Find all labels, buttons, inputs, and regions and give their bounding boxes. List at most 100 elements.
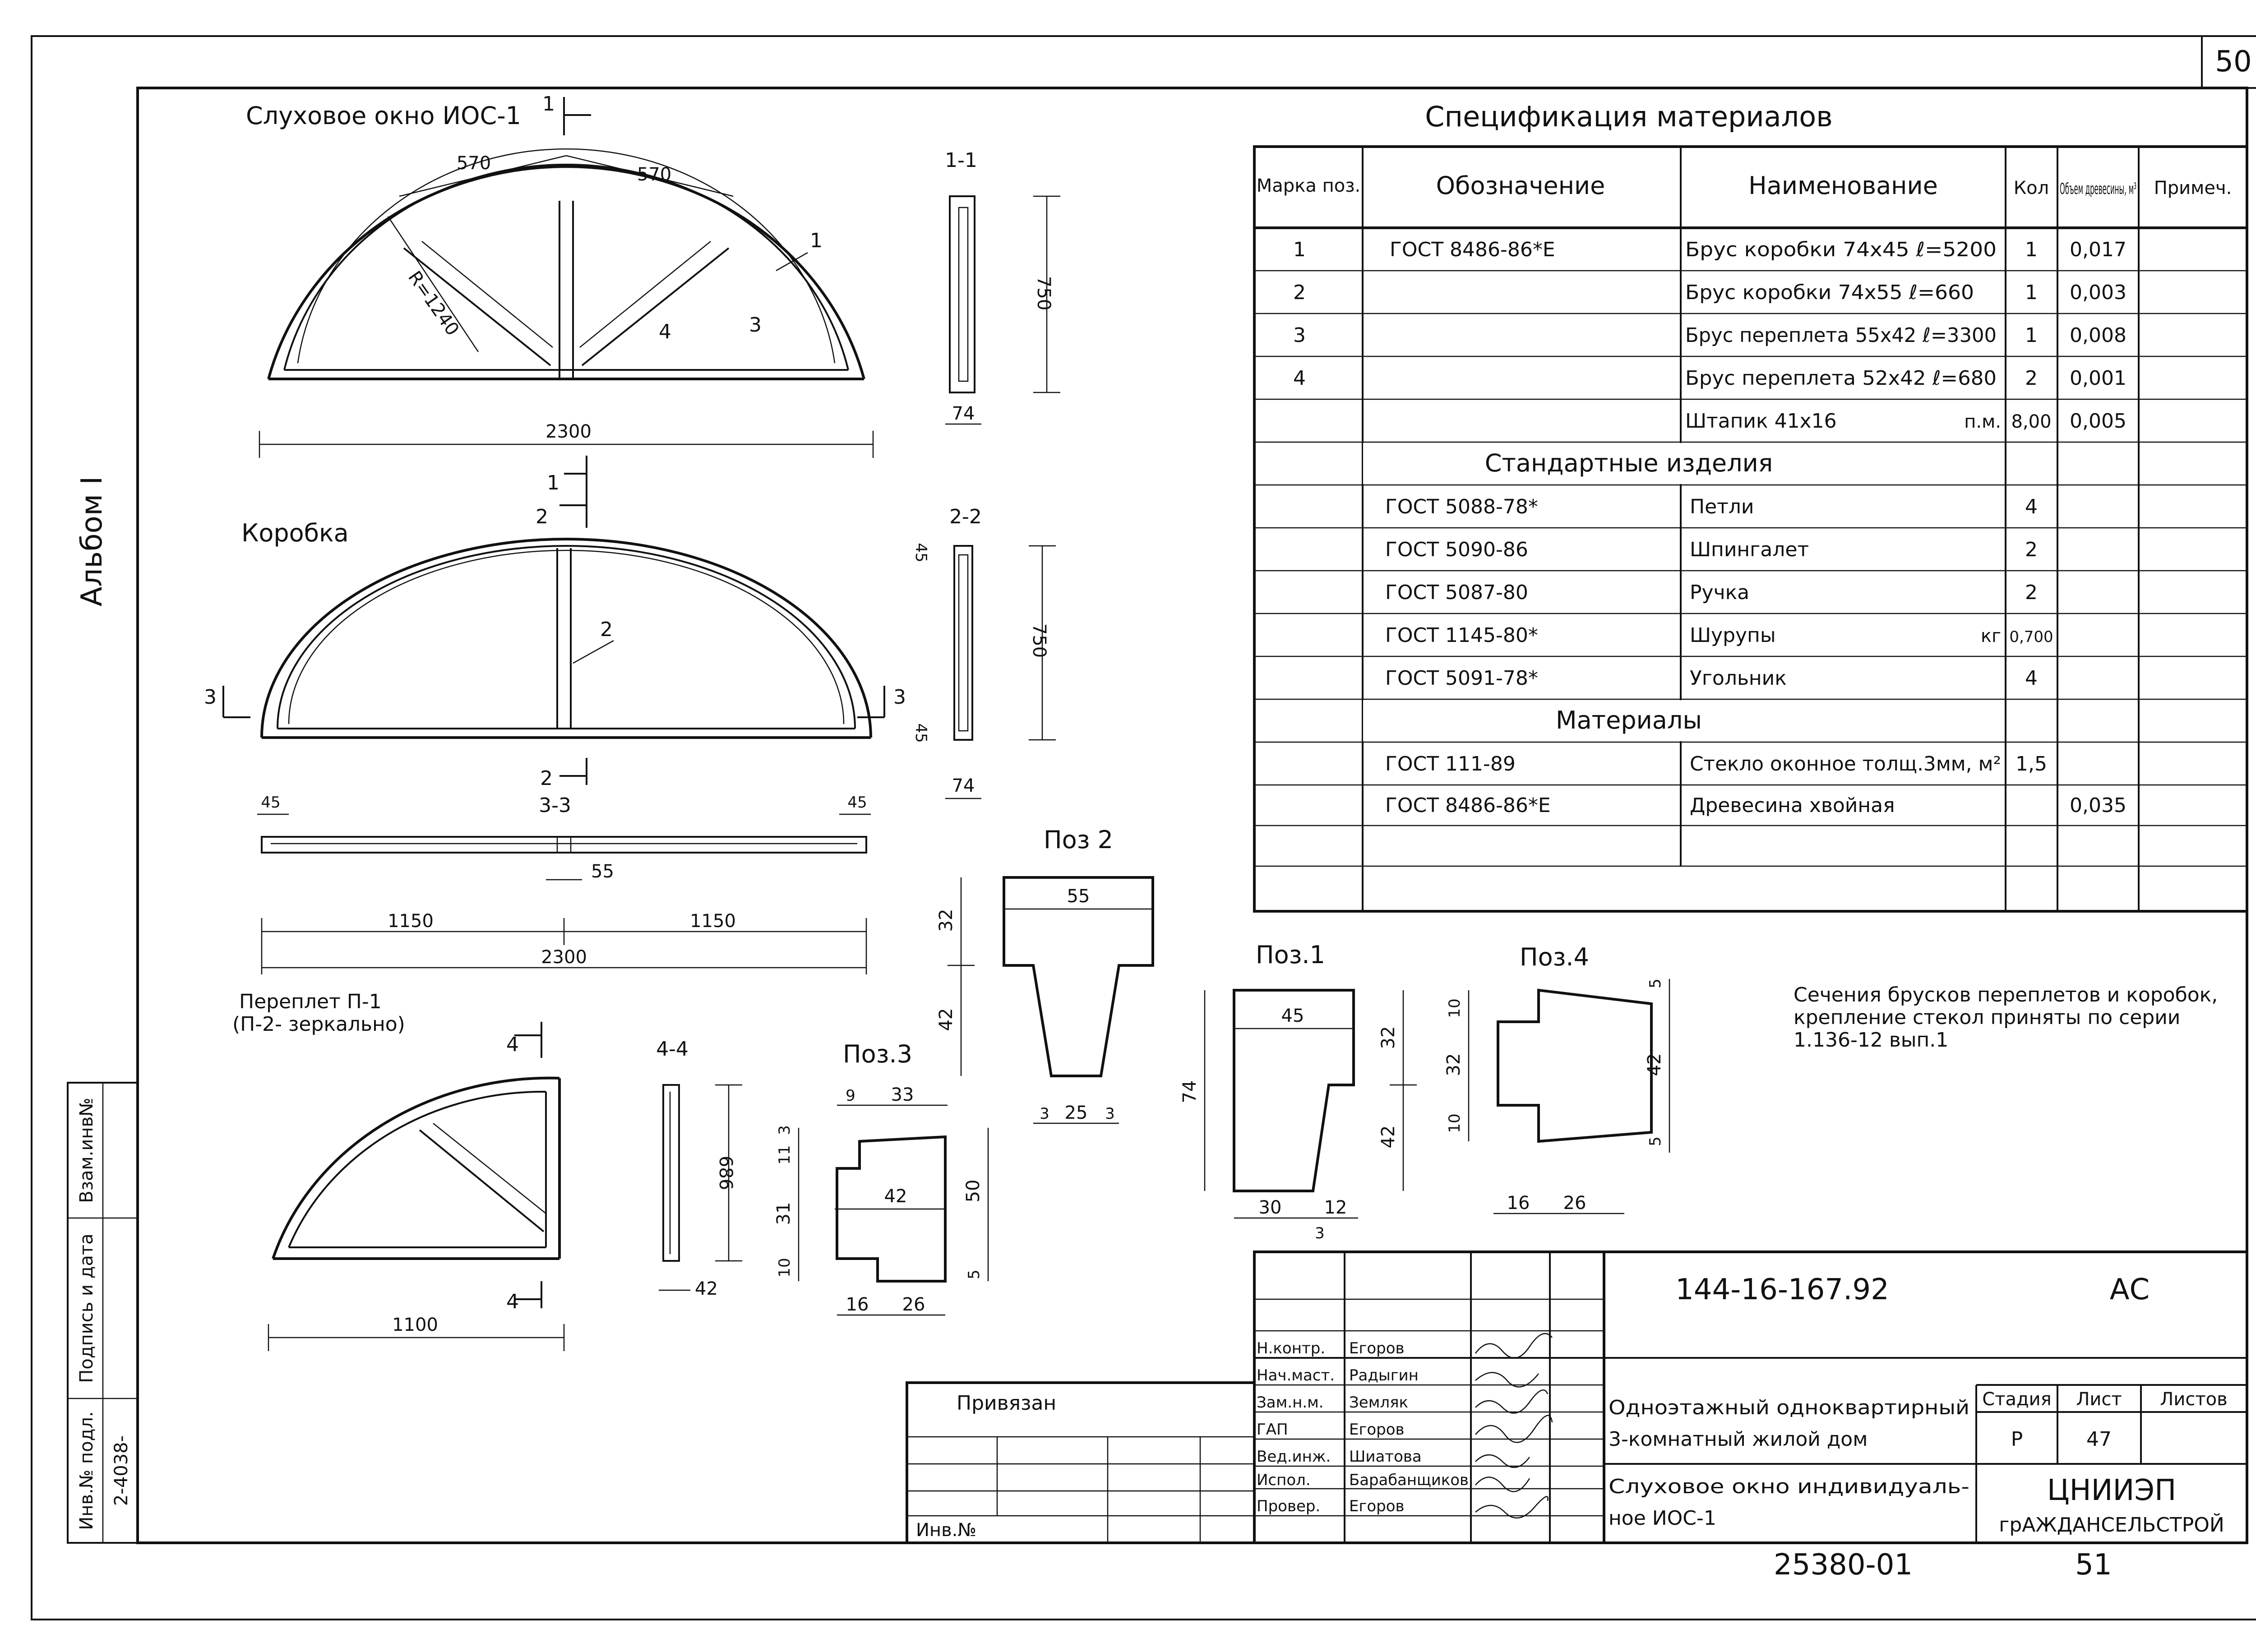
spec-header-name: Наименование [1748, 171, 1938, 200]
cut-mark-3-right: 3 [893, 686, 906, 709]
spec-cell-volume: 0,003 [2070, 281, 2127, 304]
spec-title: Спецификация материалов [1425, 100, 1832, 133]
pos-4-dim-26: 26 [1563, 1193, 1586, 1214]
spec-section-materials: Материалы [1556, 706, 1702, 734]
stamp-sheet-title-2: ное ИОС-1 [1609, 1507, 1716, 1530]
section-2-2: 2-2 750 45 45 74 [912, 505, 1056, 799]
profile-pos-3: Поз.3 42 9 33 3 11 31 10 50 5 16 26 [773, 1040, 989, 1316]
spec-cell-name: Стекло оконное толщ.3мм, м² [1690, 752, 2001, 775]
pos-2-dim-55: 55 [1067, 886, 1090, 907]
spec-cell-mark: 4 [1293, 367, 1306, 390]
window-title: Слуховое окно ИОС-1 [246, 102, 521, 130]
stamp-role: ГАП [1257, 1421, 1288, 1439]
pos-3-dim-3: 3 [776, 1125, 794, 1135]
dim-74-top: 74 [952, 403, 975, 424]
stamp-name: Земляк [1349, 1394, 1408, 1412]
spec-row: 1 ГОСТ 8486-86*Е Брус коробки 74х45 ℓ=52… [1293, 238, 2127, 261]
note-line-1: Сечения брусков переплетов и коробок, [1794, 983, 2218, 1006]
spec-cell-name: Петли [1690, 495, 1754, 518]
spec-cell-volume: 0,017 [2070, 238, 2127, 261]
spec-cell-designation: ГОСТ 5091-78* [1385, 667, 1538, 690]
stamp-mark: АС [2110, 1273, 2150, 1306]
signatures [1475, 1333, 1553, 1519]
spec-cell-designation: ГОСТ 1145-80* [1385, 624, 1538, 647]
sash-title-2: (П-2- зеркально) [232, 1013, 405, 1036]
spec-cell-name: Брус переплета 55х42 ℓ=3300 [1685, 324, 1997, 347]
stamp-name: Радыгин [1349, 1366, 1419, 1384]
profile-pos-2: Поз 2 55 32 42 3 25 3 [936, 826, 1154, 1124]
dim-1150-right: 1150 [690, 911, 736, 932]
dim-55-center: 55 [591, 861, 614, 882]
spec-cell-designation: ГОСТ 5087-80 [1385, 581, 1528, 604]
dim-2300-top: 2300 [546, 421, 592, 442]
page-number: 50 [2215, 45, 2251, 78]
sign-label: Подпись и дата [76, 1233, 97, 1383]
section-3-3-label: 3-3 [539, 794, 571, 817]
box-title: Коробка [241, 519, 349, 547]
sash-elevation: Переплет П-1 (П-2- зеркально) 4 4 1100 [232, 990, 565, 1351]
spec-row: ГОСТ 8486-86*Е Древесина хвойная 0,035 [1385, 794, 2127, 817]
section-4-4-label: 4-4 [656, 1038, 689, 1061]
section-4-4: 4-4 686 42 [656, 1038, 742, 1299]
pos-1-label: Поз.1 [1256, 941, 1325, 969]
pos-4-dim-10b: 10 [1446, 1113, 1464, 1133]
spec-cell-qty: 2 [2025, 581, 2038, 604]
pos-4-dim-10a: 10 [1446, 998, 1464, 1018]
spec-cell-unit: п.м. [1964, 411, 2001, 432]
pos-3-dim-33: 33 [891, 1084, 914, 1105]
spec-row: ГОСТ 5088-78* Петли 4 [1385, 495, 2038, 518]
binding-label: Привязан [957, 1392, 1056, 1415]
pos-2-dim-25: 25 [1065, 1103, 1088, 1123]
stamp-role: Нач.маст. [1257, 1366, 1335, 1384]
stamp-org-2: грАЖДАНСЕЛЬСТРОЙ [1999, 1513, 2224, 1537]
spec-header-volume: Объем древесины, м³ [2060, 180, 2136, 198]
pos-1-dim-30: 30 [1259, 1197, 1282, 1218]
cut-mark-4-bottom: 4 [506, 1290, 519, 1313]
dim-1150-left: 1150 [388, 911, 434, 932]
binding-block: Привязан Инв.№ [906, 1381, 1256, 1544]
stamp-role: Зам.н.м. [1257, 1394, 1324, 1412]
spec-row: ГОСТ 1145-80* Шурупы кг 0,700 [1385, 624, 2053, 647]
spec-cell-qty: 0,700 [2009, 628, 2053, 646]
page-number-box [2201, 35, 2256, 89]
inv-value: 2-4038- [111, 1435, 132, 1506]
dim-42-section: 42 [695, 1278, 718, 1299]
spec-cell-mark: 3 [1293, 324, 1306, 347]
spec-cell-name: Брус коробки 74х45 ℓ=5200 [1685, 238, 1997, 261]
pos-3-dim-11: 11 [776, 1145, 794, 1164]
pos-1-dim-12: 12 [1324, 1197, 1347, 1218]
spec-cell-designation: ГОСТ 5090-86 [1385, 538, 1528, 561]
dim-686: 686 [715, 1156, 736, 1190]
spec-cell-designation: ГОСТ 8486-86*Е [1385, 794, 1551, 817]
pos-4-dim-16: 16 [1507, 1193, 1530, 1214]
stamp-name: Егоров [1349, 1339, 1405, 1357]
spec-cell-name: Брус переплета 52х42 ℓ=680 [1685, 367, 1997, 390]
callout-1: 1 [810, 229, 823, 252]
spec-cell-volume: 0,005 [2070, 410, 2127, 433]
spec-row: ГОСТ 5091-78* Угольник 4 [1385, 667, 2038, 690]
spec-cell-volume: 0,035 [2070, 794, 2127, 817]
pos-4-label: Поз.4 [1520, 943, 1589, 971]
stamp-name: Егоров [1349, 1421, 1405, 1439]
profile-pos-1: Поз.1 45 74 32 42 30 12 3 [1179, 941, 1417, 1242]
spec-cell-qty: 2 [2025, 538, 2038, 561]
spec-header-remark: Примеч. [2154, 178, 2232, 198]
album-label: Альбом I [75, 476, 109, 607]
pos-1-dim-45: 45 [1281, 1006, 1304, 1026]
spec-cell-designation: ГОСТ 8486-86*Е [1390, 238, 1555, 261]
spec-section-standard: Стандартные изделия [1485, 449, 1773, 477]
bottom-code: 25380-01 [1774, 1548, 1913, 1582]
dim-45-top: 45 [912, 543, 930, 562]
note-line-3: 1.136-12 вып.1 [1794, 1029, 1948, 1052]
cut-mark-1-top: 1 [542, 92, 555, 115]
spec-cell-mark: 2 [1293, 281, 1306, 304]
stamp-code: 144-16-167.92 [1675, 1273, 1889, 1306]
dim-radius: R=1240 [404, 268, 463, 340]
pos-3-dim-50: 50 [963, 1180, 984, 1203]
pos-4-dim-42: 42 [1644, 1053, 1665, 1076]
vzam-label: Взам.инв№ [76, 1098, 97, 1203]
dim-45-right: 45 [847, 794, 867, 812]
pos-1-dim-32: 32 [1378, 1026, 1399, 1049]
spec-cell-name: Ручка [1690, 581, 1749, 604]
